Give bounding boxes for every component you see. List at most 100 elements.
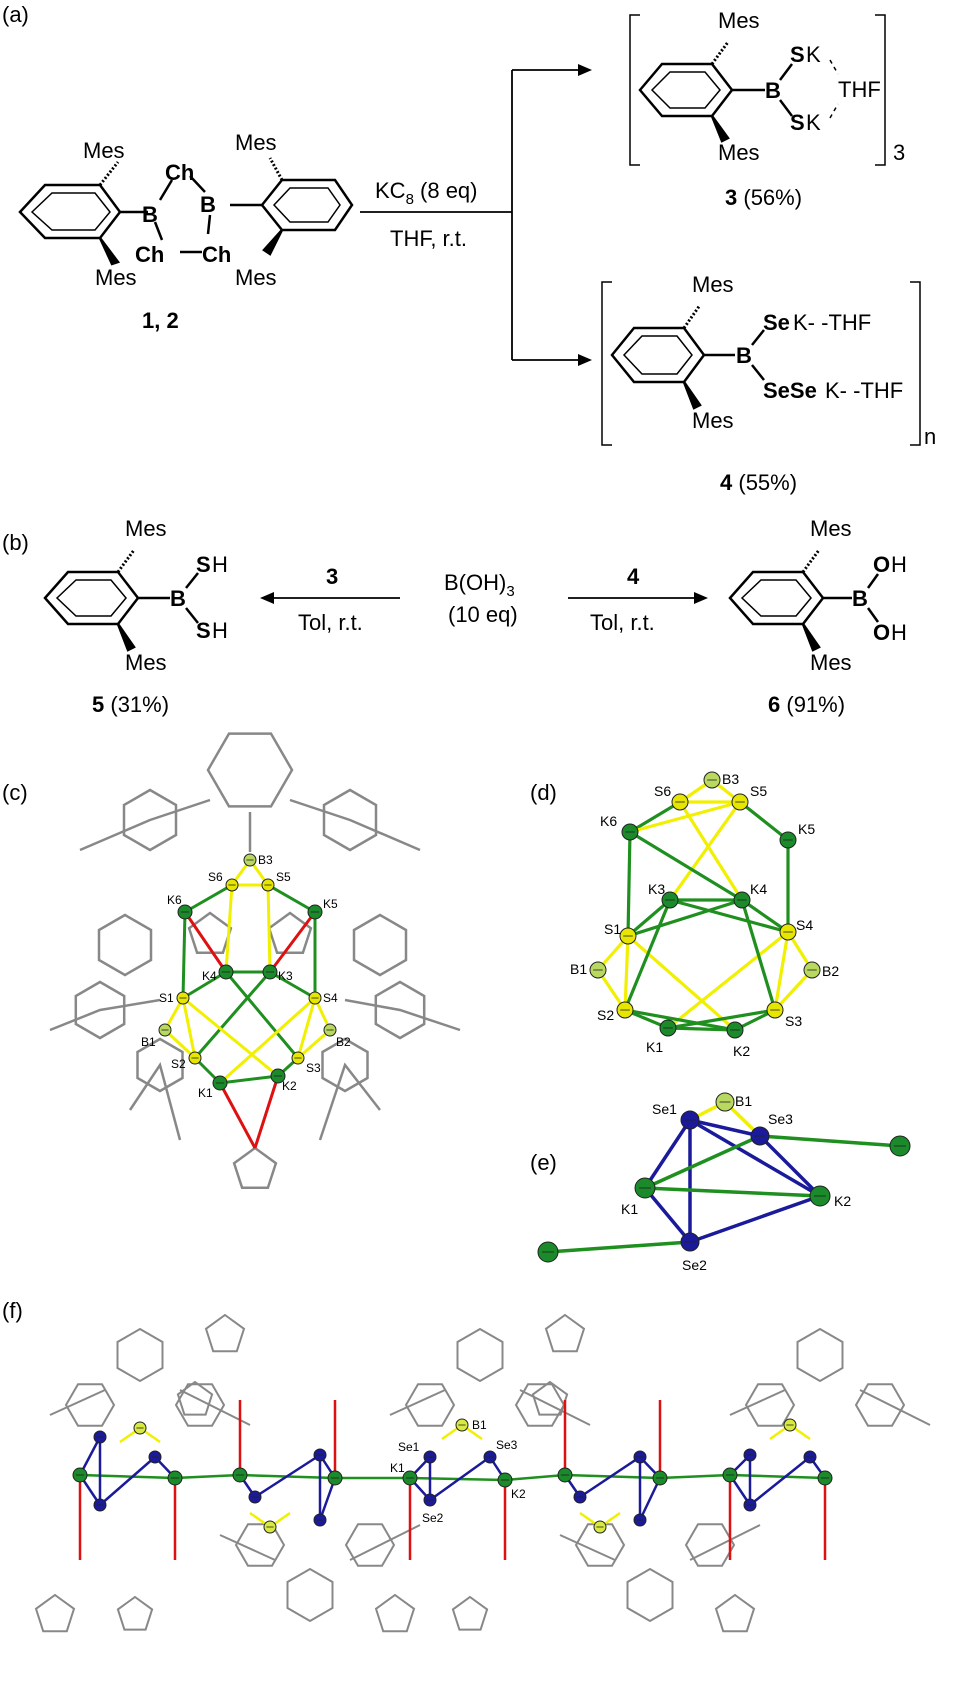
mes-label: Mes (235, 265, 277, 290)
boron-label: B (852, 586, 868, 611)
mesityl-ring (97, 913, 153, 977)
bond (644, 1186, 821, 1198)
mes-label: Mes (125, 516, 167, 541)
methyl-bond (219, 1534, 276, 1561)
mesityl-ring (322, 788, 378, 852)
bond (627, 898, 743, 938)
bond (667, 1008, 776, 1030)
conditions-label: THF, r.t. (390, 226, 467, 251)
atom-label: S2 (597, 1007, 614, 1023)
mes-label: Mes (718, 140, 760, 165)
atom-label: K1 (646, 1039, 663, 1055)
multiplier: 3 (893, 140, 905, 165)
atom-label: Se3 (496, 1438, 518, 1452)
bond (224, 971, 300, 1059)
atom-label: Se1 (398, 1440, 420, 1454)
multiplier: n (924, 424, 936, 449)
atom-label: S5 (750, 783, 767, 799)
atom-label: S4 (796, 917, 813, 933)
atom-label: Se3 (768, 1111, 793, 1127)
bond (667, 930, 789, 1030)
atom-label: K5 (323, 897, 338, 911)
oxygen-label: O (873, 552, 890, 577)
atom-label: B2 (822, 963, 839, 979)
atom-label: K6 (600, 813, 617, 829)
reaction-arrow-a (360, 69, 585, 361)
bond (626, 831, 632, 937)
reagent-3: 3 (326, 564, 338, 589)
methyl-bond (519, 1389, 591, 1426)
hydrogen-label: H (891, 552, 907, 577)
bond (99, 1456, 156, 1506)
thf-ring (374, 1593, 416, 1633)
mesityl-ring (64, 1383, 116, 1427)
aryl-ring (456, 1327, 504, 1383)
bond (623, 935, 630, 1011)
atom-label: B3 (258, 853, 273, 867)
compound-3 (629, 14, 886, 166)
bond (689, 1118, 761, 1138)
aryl-ring (116, 1327, 164, 1383)
sulfur-label: S (196, 552, 211, 577)
mesityl-ring (321, 1037, 369, 1093)
mesityl-ring (174, 1383, 226, 1427)
bond (759, 1134, 901, 1148)
oxygen-label: O (873, 620, 890, 645)
mesityl-ring (574, 1523, 626, 1567)
bond (268, 911, 317, 973)
bond (643, 1119, 692, 1189)
bond (667, 1026, 736, 1032)
atom-label: K4 (202, 969, 217, 983)
bond (218, 996, 317, 1085)
bond (579, 1455, 641, 1499)
cluster-atoms (158, 853, 337, 1091)
atom-label: B1 (141, 1035, 156, 1049)
methyl-bond (389, 1389, 446, 1416)
mesityl-framework (34, 1313, 931, 1633)
aryl-ring (286, 1567, 334, 1623)
atom-label: K3 (278, 969, 293, 983)
bond (182, 970, 227, 1000)
mesityl-ring (744, 1383, 796, 1427)
compound-6-label: 6 (91%) (768, 692, 845, 717)
bond (504, 1473, 566, 1482)
reagent-4: 4 (627, 564, 640, 589)
atom-label: S2 (171, 1057, 186, 1071)
mesityl-ring (136, 1037, 184, 1093)
methyl-bond (79, 798, 211, 852)
atom-label: Se2 (422, 1511, 444, 1525)
hydrogen-label: H (212, 552, 228, 577)
thf-ring (204, 1313, 246, 1353)
mes-label: Mes (692, 408, 734, 433)
atom-label: K1 (621, 1201, 638, 1217)
boric-acid-label: B(OH)3 (444, 570, 515, 600)
bond (267, 883, 316, 914)
bond (668, 801, 742, 901)
atom-label: S1 (604, 921, 621, 937)
panel-label-d: (d) (530, 780, 557, 805)
bond (773, 968, 814, 1012)
chain-atoms (72, 1418, 833, 1534)
atom-label: K2 (834, 1193, 851, 1209)
bond (623, 899, 672, 1011)
conditions-right: Tol, r.t. (590, 610, 655, 635)
chain-bonds (78, 1400, 827, 1560)
mesityl-ring (74, 980, 126, 1040)
compound-number-1-2: 1, 2 (142, 308, 179, 333)
methyl-bond (349, 1524, 421, 1561)
bond (629, 800, 681, 834)
mesityl-ring (352, 913, 408, 977)
mesityl-ring (344, 1523, 396, 1567)
panel-label-c: (c) (2, 780, 28, 805)
atom-label: S6 (208, 870, 223, 884)
mes-label: Mes (83, 138, 125, 163)
bond (689, 1194, 821, 1244)
hydrogen-label: H (891, 620, 907, 645)
thf-ring (544, 1313, 586, 1353)
methyl-bond (689, 1524, 761, 1561)
